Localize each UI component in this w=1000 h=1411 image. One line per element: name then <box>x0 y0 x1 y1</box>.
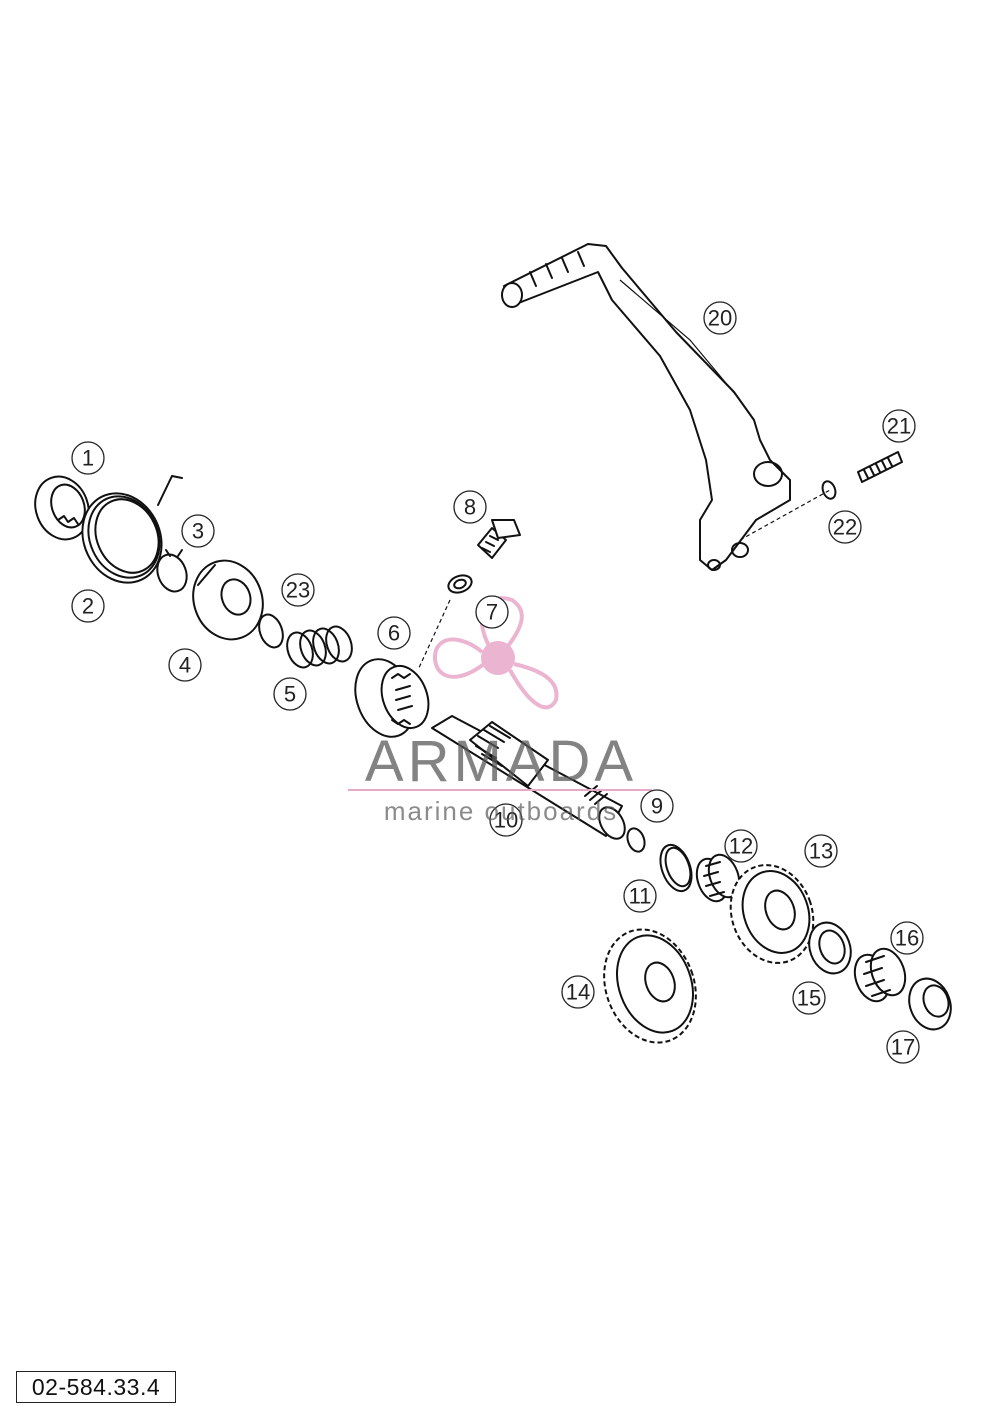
callout-17: 17 <box>886 1030 920 1064</box>
callout-8: 8 <box>453 490 487 524</box>
part-7-washer <box>447 574 473 594</box>
svg-text:6: 6 <box>388 621 400 646</box>
svg-text:20: 20 <box>708 306 732 331</box>
callout-14: 14 <box>561 975 595 1009</box>
part-11-ring <box>659 843 693 893</box>
svg-text:16: 16 <box>895 926 919 951</box>
part-17-bushing <box>908 977 952 1031</box>
callout-6: 6 <box>377 616 411 650</box>
svg-text:8: 8 <box>464 495 476 520</box>
svg-text:9: 9 <box>651 794 663 819</box>
part-1-bushing <box>34 475 90 541</box>
callout-1: 1 <box>71 441 105 475</box>
watermark-propeller-logo <box>432 596 559 710</box>
part-8-bolt <box>477 519 521 559</box>
part-20-kick-lever <box>501 243 791 571</box>
callout-21: 21 <box>882 409 916 443</box>
svg-text:4: 4 <box>179 653 191 678</box>
callout-15: 15 <box>792 981 826 1015</box>
part-2-spring <box>81 475 183 584</box>
part-10-shaft <box>431 715 626 840</box>
callout-7: 7 <box>475 595 509 629</box>
svg-text:10: 10 <box>494 808 518 833</box>
part-4-washer <box>192 559 264 641</box>
part-5-spring <box>286 625 353 669</box>
part-13-gear <box>729 864 815 964</box>
part-22-ring <box>821 480 837 500</box>
callout-16: 16 <box>890 921 924 955</box>
svg-text:23: 23 <box>286 578 310 603</box>
callout-3: 3 <box>181 514 215 548</box>
callout-4: 4 <box>168 648 202 682</box>
svg-text:14: 14 <box>566 980 590 1005</box>
svg-text:3: 3 <box>192 519 204 544</box>
svg-text:13: 13 <box>809 839 833 864</box>
callout-20: 20 <box>703 301 737 335</box>
callout-23: 23 <box>281 573 315 607</box>
svg-text:11: 11 <box>629 884 652 909</box>
part-12-needle-bearing <box>695 853 741 903</box>
svg-text:21: 21 <box>887 414 911 439</box>
callout-12: 12 <box>724 829 758 863</box>
svg-text:22: 22 <box>833 515 857 540</box>
part-21-spring <box>857 451 903 483</box>
part-16-needle-bearing <box>853 947 907 1003</box>
callout-5: 5 <box>273 677 307 711</box>
part-15-washer <box>808 921 852 975</box>
callout-10: 10 <box>489 803 523 837</box>
watermark-subtitle: marine outboards <box>383 796 619 826</box>
part-9-ring <box>626 827 646 853</box>
callout-9: 9 <box>640 789 674 823</box>
svg-text:5: 5 <box>284 682 296 707</box>
part-23-ring <box>258 613 284 649</box>
svg-text:17: 17 <box>891 1035 915 1060</box>
callout-11: 11 <box>623 879 657 913</box>
svg-text:15: 15 <box>797 986 821 1011</box>
part-6-ratchet <box>354 658 430 738</box>
svg-text:7: 7 <box>486 600 498 625</box>
svg-text:2: 2 <box>82 594 94 619</box>
part-3-snap-ring <box>156 549 188 593</box>
svg-text:1: 1 <box>82 446 94 471</box>
svg-text:12: 12 <box>729 834 753 859</box>
callout-2: 2 <box>71 589 105 623</box>
callout-13: 13 <box>804 834 838 868</box>
diagram-reference-code: 02-584.33.4 <box>16 1371 176 1403</box>
part-14-gear <box>603 928 697 1044</box>
watermark-name: ARMADA <box>364 729 638 794</box>
callout-22: 22 <box>828 510 862 544</box>
